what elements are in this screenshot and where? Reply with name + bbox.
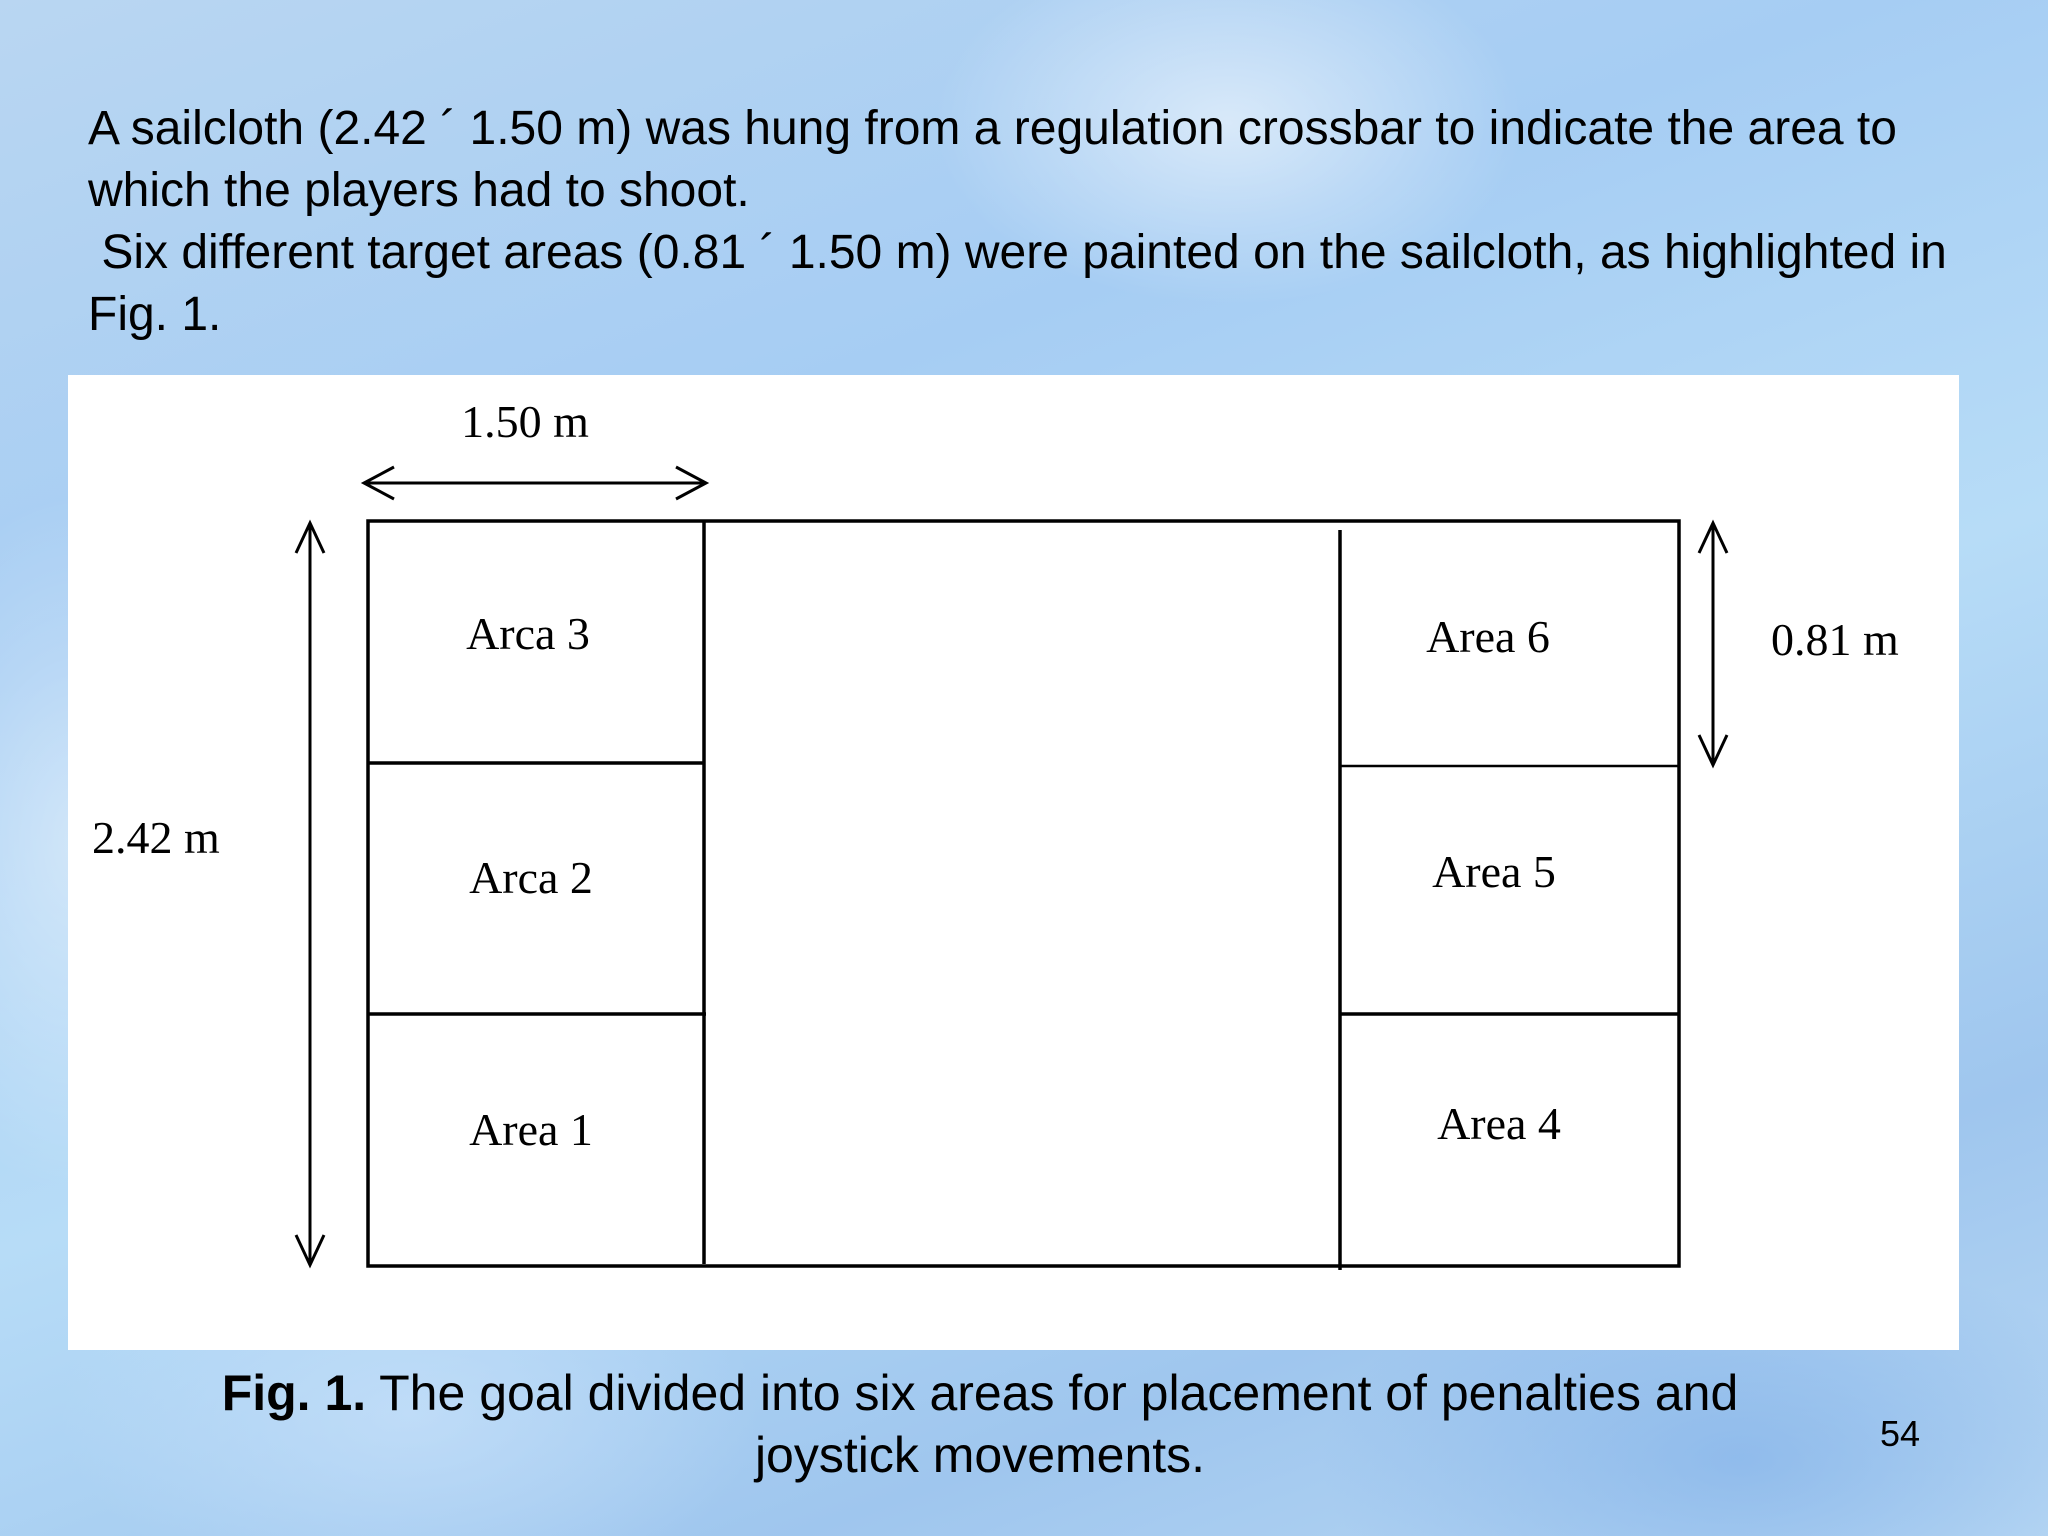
page-number: 54 — [1880, 1413, 1921, 1454]
figure-panel: 1.50 m 2.42 m 0.81 m Arca 3 Arca 2 — [68, 375, 1959, 1350]
area-3-label: Arca 3 — [466, 608, 590, 659]
caption-label: Fig. 1. — [221, 1365, 367, 1421]
figure-caption: Fig. 1. The goal divided into six areas … — [150, 1362, 1810, 1486]
intro-text: A sailcloth (2.42 ´ 1.50 m) was hung fro… — [88, 98, 1988, 346]
height-arrow — [294, 519, 326, 1269]
goal-frame — [366, 519, 1681, 1270]
area-6-label: Area 6 — [1426, 611, 1550, 662]
goal-diagram: 1.50 m 2.42 m 0.81 m Arca 3 Arca 2 — [92, 396, 1899, 1270]
area-2-label: Arca 2 — [469, 852, 593, 903]
caption-text: The goal divided into six areas for plac… — [366, 1365, 1739, 1483]
area-height-label: 0.81 m — [1771, 614, 1899, 665]
area-4-label: Area 4 — [1437, 1098, 1561, 1149]
width-arrow — [360, 465, 710, 501]
area-5-label: Area 5 — [1432, 846, 1556, 897]
height-label: 2.42 m — [92, 812, 220, 863]
intro-paragraph-1: A sailcloth (2.42 ´ 1.50 m) was hung fro… — [88, 102, 1911, 217]
width-label: 1.50 m — [461, 396, 589, 447]
intro-paragraph-2: Six different target areas (0.81 ´ 1.50 … — [88, 226, 1961, 341]
area-height-arrow — [1697, 519, 1729, 769]
area-1-label: Area 1 — [469, 1104, 593, 1155]
